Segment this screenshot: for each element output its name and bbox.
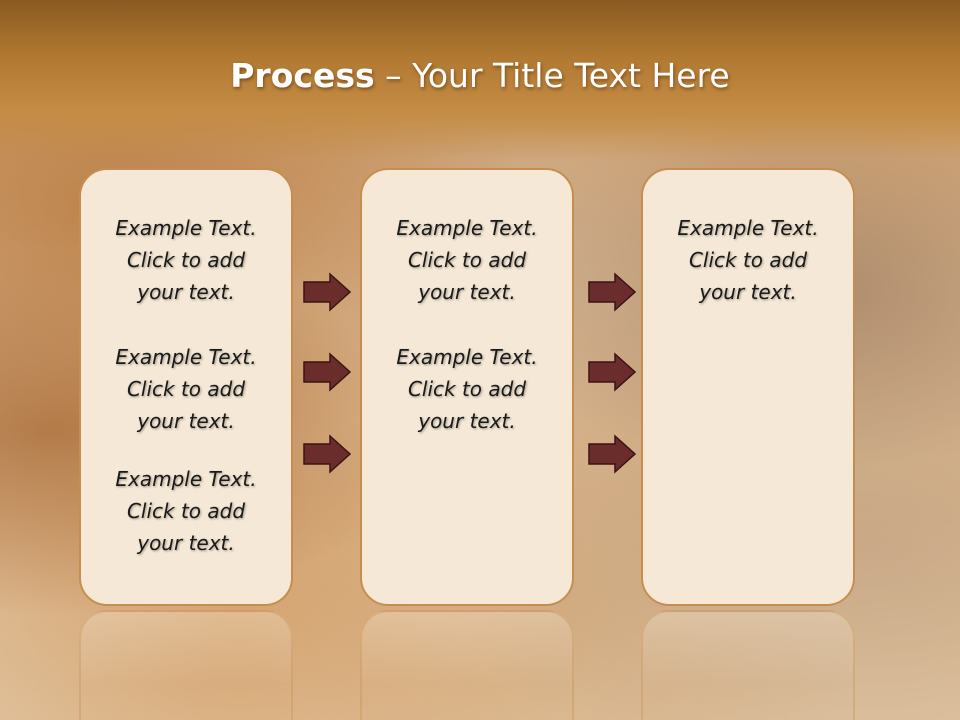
text-line: your text. bbox=[137, 531, 235, 555]
text-line: Click to add bbox=[126, 377, 246, 401]
right-arrow-icon[interactable] bbox=[302, 272, 352, 312]
panel-1-text-block-3[interactable]: Example Text. Click to add your text. bbox=[81, 463, 291, 559]
panel-1-reflection bbox=[79, 610, 293, 720]
text-line: Click to add bbox=[407, 377, 527, 401]
text-line: Example Text. bbox=[115, 467, 257, 491]
right-arrow-icon[interactable] bbox=[587, 272, 637, 312]
process-panel-3[interactable]: Example Text. Click to add your text. bbox=[641, 168, 855, 606]
right-arrow-icon[interactable] bbox=[587, 352, 637, 392]
text-line: Example Text. bbox=[115, 345, 257, 369]
text-line: your text. bbox=[418, 280, 516, 304]
process-panel-2[interactable]: Example Text. Click to add your text. Ex… bbox=[360, 168, 574, 606]
text-line: Example Text. bbox=[396, 345, 538, 369]
right-arrow-icon[interactable] bbox=[587, 434, 637, 474]
text-line: your text. bbox=[418, 409, 516, 433]
text-line: your text. bbox=[137, 280, 235, 304]
text-line: your text. bbox=[137, 409, 235, 433]
title-banner bbox=[0, 0, 960, 160]
title-bold-text: Process bbox=[230, 56, 375, 95]
panel-1-text-block-1[interactable]: Example Text. Click to add your text. bbox=[81, 212, 291, 308]
panel-2-reflection bbox=[360, 610, 574, 720]
panel-3-reflection bbox=[641, 610, 855, 720]
panel-2-text-block-2[interactable]: Example Text. Click to add your text. bbox=[362, 341, 572, 437]
text-line: Example Text. bbox=[677, 216, 819, 240]
title-rest-text: – Your Title Text Here bbox=[374, 56, 730, 95]
text-line: Click to add bbox=[688, 248, 808, 272]
text-line: Click to add bbox=[126, 248, 246, 272]
text-line: Click to add bbox=[126, 499, 246, 523]
text-line: Example Text. bbox=[396, 216, 538, 240]
text-line: your text. bbox=[699, 280, 797, 304]
text-line: Example Text. bbox=[115, 216, 257, 240]
panel-1-text-block-2[interactable]: Example Text. Click to add your text. bbox=[81, 341, 291, 437]
panel-3-text-block-1[interactable]: Example Text. Click to add your text. bbox=[643, 212, 853, 308]
process-panel-1[interactable]: Example Text. Click to add your text. Ex… bbox=[79, 168, 293, 606]
right-arrow-icon[interactable] bbox=[302, 434, 352, 474]
slide-title[interactable]: Process – Your Title Text Here bbox=[0, 56, 960, 95]
right-arrow-icon[interactable] bbox=[302, 352, 352, 392]
text-line: Click to add bbox=[407, 248, 527, 272]
panel-2-text-block-1[interactable]: Example Text. Click to add your text. bbox=[362, 212, 572, 308]
